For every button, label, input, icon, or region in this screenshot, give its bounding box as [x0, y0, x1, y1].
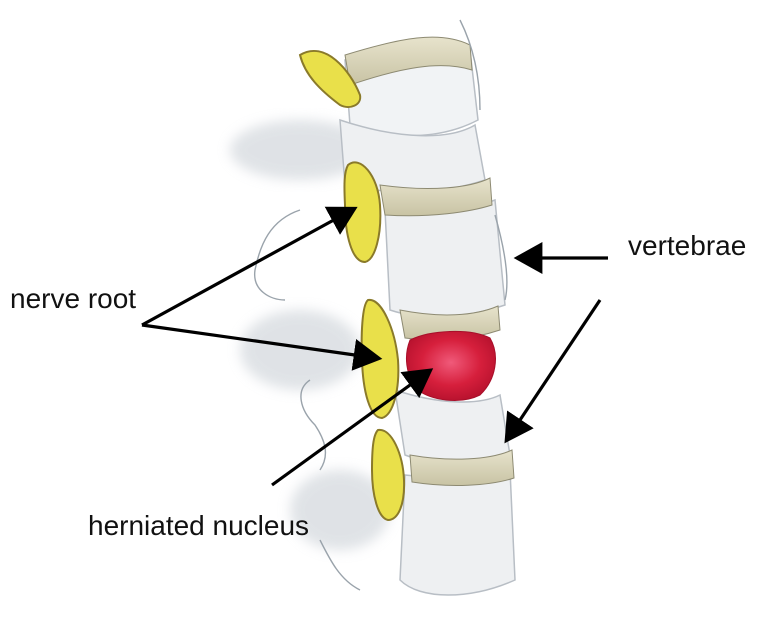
vertebra-3 [385, 200, 505, 317]
herniated-nucleus-shape [406, 331, 495, 400]
nerve-root-label: nerve root [10, 285, 136, 313]
nerve-root-3 [362, 300, 399, 418]
arrow-icon [142, 210, 352, 325]
arrow-icon [508, 300, 600, 438]
herniated-nucleus-label: herniated nucleus [88, 512, 309, 540]
vertebrae-label: vertebrae [628, 232, 746, 260]
vertebra-5 [400, 470, 515, 595]
nerve-root-4 [372, 430, 404, 520]
